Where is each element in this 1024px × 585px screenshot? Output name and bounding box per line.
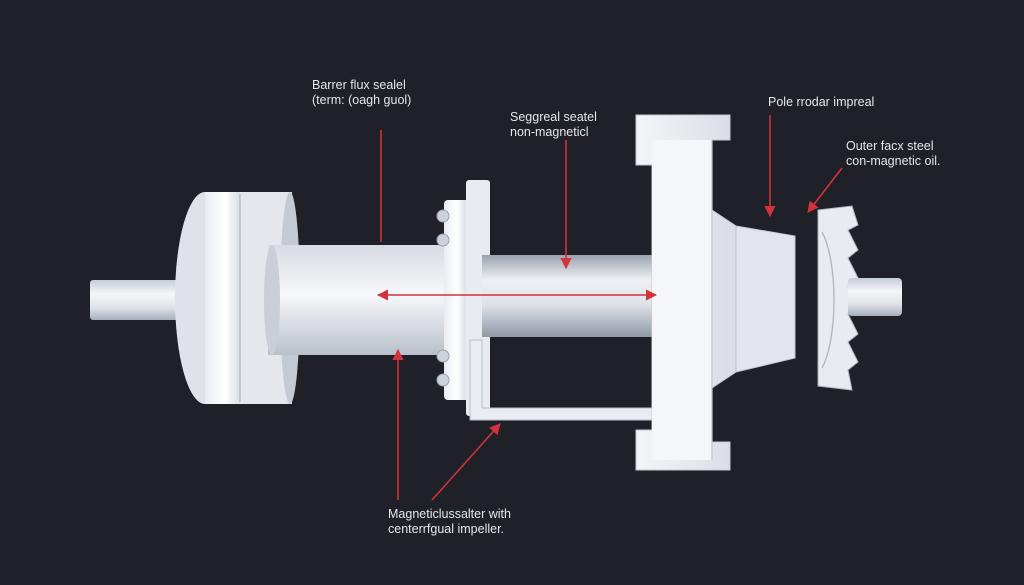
flange-bolt-lower bbox=[436, 349, 450, 363]
flange-bolt-bottom bbox=[436, 373, 450, 387]
label-barrier-line-2: (term: (oagh guol) bbox=[312, 93, 412, 107]
bottom-bracket bbox=[469, 339, 656, 421]
annotation-line-magnetic-right bbox=[431, 423, 501, 501]
main-cylinder bbox=[268, 245, 458, 355]
label-segreal-seal: Seggreal seatel non-magneticl bbox=[510, 110, 597, 140]
left-shaft bbox=[90, 280, 185, 320]
pole-rotor bbox=[735, 225, 796, 373]
label-outer-line-1: Outer facx steel bbox=[846, 139, 934, 153]
label-pole-line-1: Pole rrodar impreal bbox=[768, 95, 875, 109]
impeller-gear bbox=[817, 205, 859, 391]
label-barrier-line-1: Barrer flux sealel bbox=[312, 78, 406, 92]
label-outer-face: Outer facx steel con-magnetic oil. bbox=[846, 139, 941, 169]
label-segreal-line-1: Seggreal seatel bbox=[510, 110, 597, 124]
label-barrier-flux-seal: Barrer flux sealel (term: (oagh guol) bbox=[312, 78, 411, 108]
label-outer-line-2: con-magnetic oil. bbox=[846, 154, 941, 168]
left-hub-rim bbox=[205, 192, 245, 404]
annotation-line-outer bbox=[807, 167, 843, 213]
label-segreal-line-2: non-magneticl bbox=[510, 125, 589, 139]
label-magnetic-line-2: centerrfgual impeller. bbox=[388, 522, 505, 536]
label-pole-rotor: Pole rrodar impreal bbox=[768, 95, 874, 110]
label-magnetic-impeller: Magneticlussalter with centerrfgual impe… bbox=[388, 507, 511, 537]
main-cylinder-end bbox=[264, 245, 280, 355]
right-shaft bbox=[848, 278, 902, 316]
label-magnetic-line-1: Magneticlussalter with bbox=[388, 507, 511, 521]
flange-bolt-upper bbox=[436, 233, 450, 247]
inner-shaft bbox=[482, 255, 657, 337]
housing-front-face bbox=[652, 140, 712, 460]
flange-bolt-top bbox=[436, 209, 450, 223]
